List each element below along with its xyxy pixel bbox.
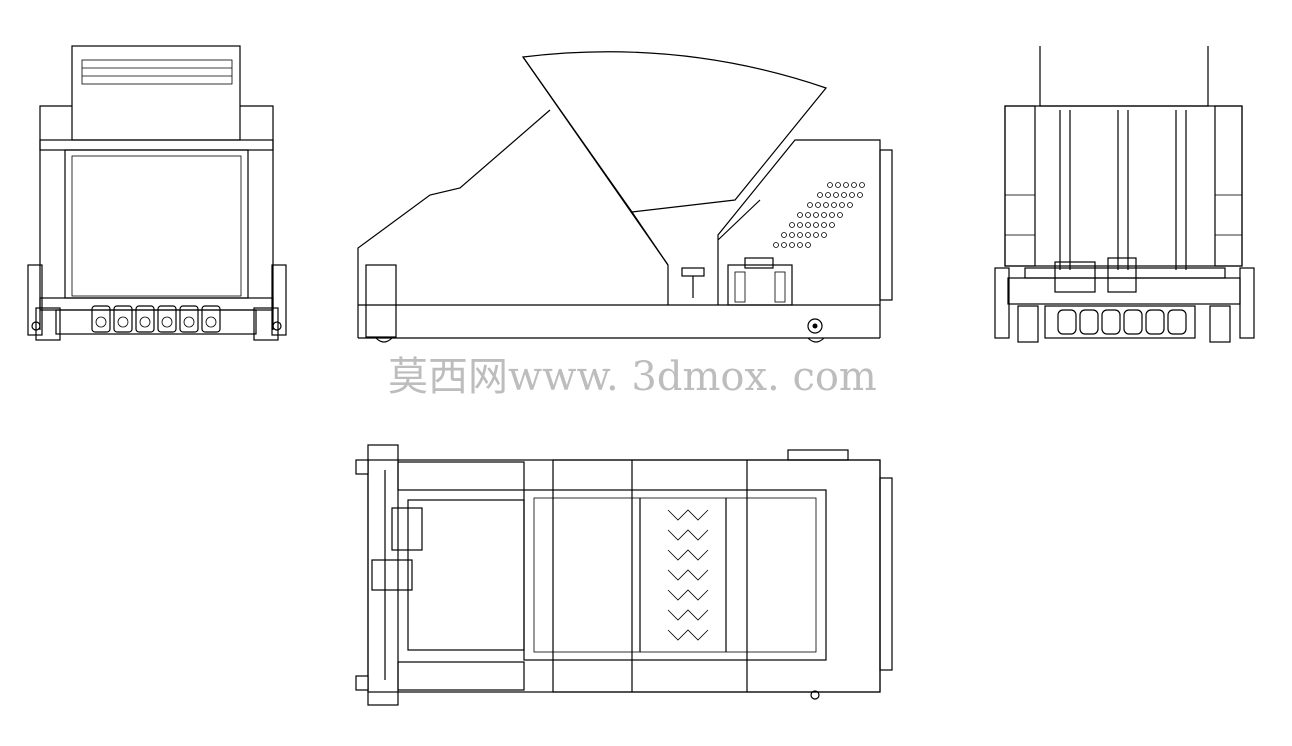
watermark-text: 莫西网www. 3dmox. com	[388, 354, 877, 400]
side-view	[357, 51, 893, 343]
top-view	[355, 444, 893, 706]
rear-view	[994, 46, 1255, 343]
spiral-pattern	[667, 509, 709, 641]
perforation-grid	[773, 182, 865, 248]
front-view	[27, 45, 287, 341]
